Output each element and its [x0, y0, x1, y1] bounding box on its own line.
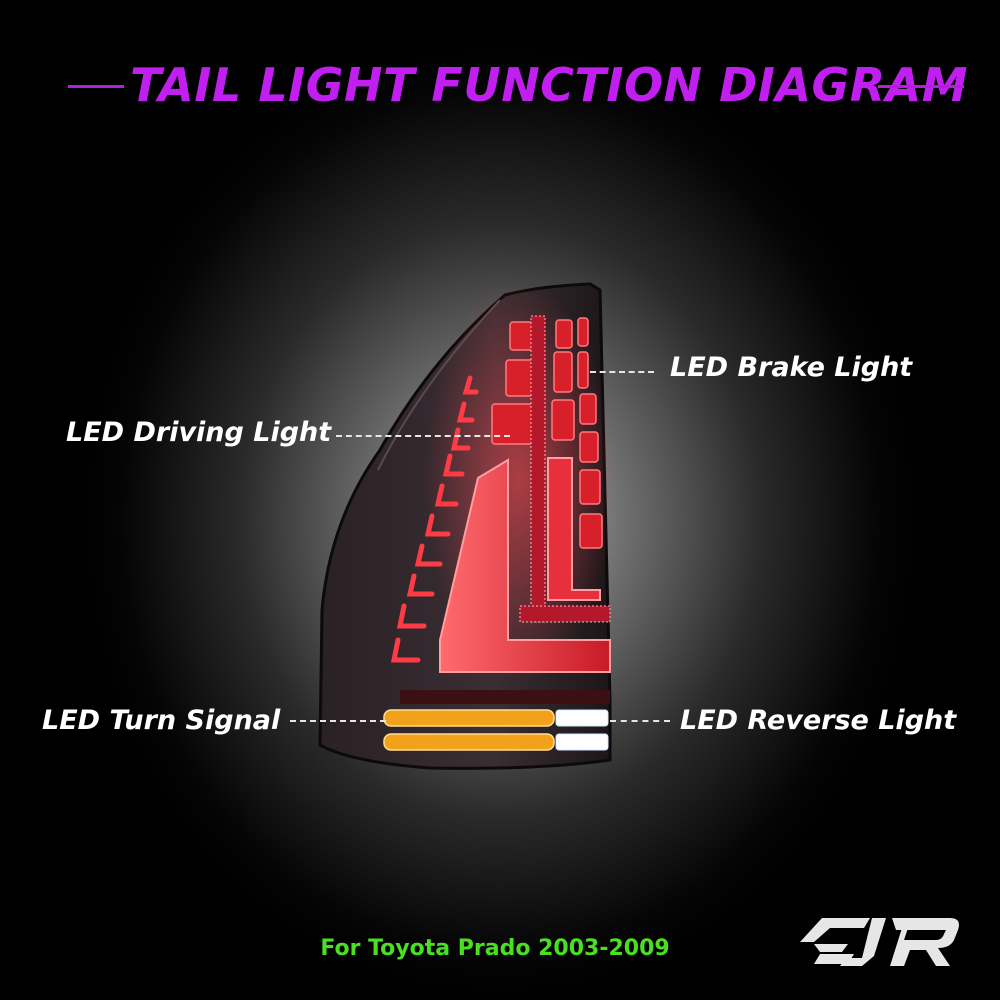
brake-led-strip	[530, 315, 546, 623]
turn-signal-led	[383, 709, 555, 751]
brand-logo	[800, 918, 959, 966]
driving-light-bar	[439, 458, 611, 673]
leader-reverse	[610, 720, 670, 722]
page-title: TAIL LIGHT FUNCTION DIAGRAM	[130, 58, 969, 112]
footer-vehicle-fitment: For Toyota Prado 2003-2009	[320, 936, 670, 961]
header: TAIL LIGHT FUNCTION DIAGRAM	[0, 55, 1000, 115]
reverse-led	[555, 709, 609, 751]
leader-turn	[290, 720, 386, 722]
title-divider-left	[68, 85, 124, 88]
label-reverse-light: LED Reverse Light	[680, 705, 957, 736]
leader-brake	[590, 371, 654, 373]
label-turn-signal: LED Turn Signal	[42, 705, 281, 736]
leader-driving	[336, 435, 510, 437]
label-brake-light: LED Brake Light	[670, 352, 913, 383]
title-divider-right	[878, 85, 964, 88]
label-driving-light: LED Driving Light	[66, 417, 332, 448]
